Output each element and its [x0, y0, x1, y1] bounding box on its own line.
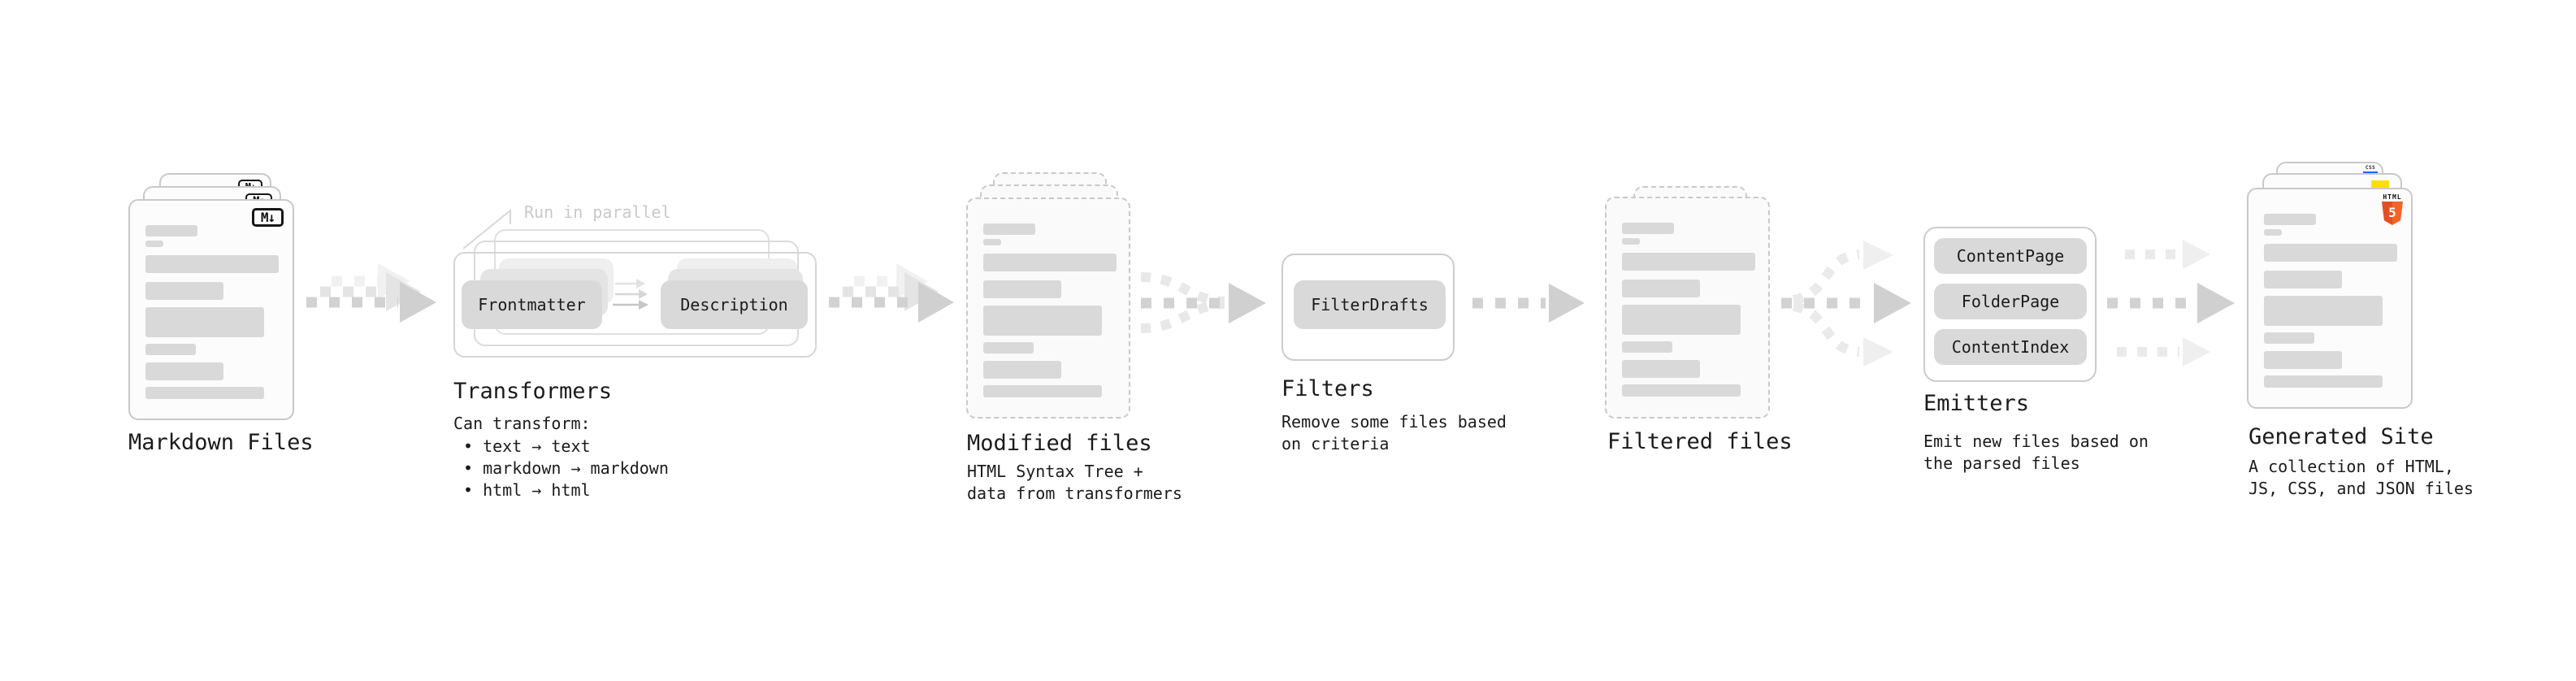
markdown-files-title: Markdown Files	[128, 430, 314, 455]
text-bar	[1622, 238, 1640, 245]
bullet-item: • markdown → markdown	[463, 458, 669, 478]
transformers-title: Transformers	[453, 379, 613, 404]
text-bar	[983, 254, 1117, 271]
css-icon-label: CSS	[2365, 165, 2376, 171]
run-in-parallel-note: Run in parallel	[524, 202, 671, 222]
modified-file-card-front	[966, 197, 1130, 419]
modified-files-caption: HTML Syntax Tree + data from transformer…	[967, 462, 1182, 503]
text-bar	[1622, 384, 1741, 397]
text-bar	[983, 223, 1035, 235]
folderpage-box: FolderPage	[1934, 284, 2087, 319]
text-bar	[145, 387, 264, 399]
html5-icon: HTML 5	[2381, 193, 2404, 225]
transformers-bullet-list: • text → text • markdown → markdown • ht…	[463, 436, 669, 501]
generated-site-caption: A collection of HTML, JS, CSS, and JSON …	[2249, 457, 2474, 498]
text-bar	[983, 361, 1061, 379]
text-bar	[1622, 223, 1674, 234]
text-bar	[2264, 351, 2342, 369]
markdown-icon: M↓	[252, 208, 284, 227]
text-bar	[1622, 305, 1741, 335]
frontmatter-box: Frontmatter	[462, 280, 602, 329]
description-box: Description	[661, 280, 808, 329]
markdown-file-card-front: M↓	[128, 199, 294, 420]
html5-icon-label: HTML	[2383, 193, 2402, 201]
text-bar	[145, 362, 223, 380]
text-bar	[145, 255, 279, 273]
emitters-title: Emitters	[1923, 391, 2030, 416]
text-bar	[2264, 229, 2282, 236]
generated-file-card-front: HTML 5	[2247, 188, 2413, 409]
text-bar	[983, 385, 1102, 397]
text-bar	[983, 306, 1102, 336]
filtered-files-title: Filtered files	[1607, 429, 1793, 454]
text-bar	[145, 307, 264, 337]
text-bar	[1622, 253, 1755, 271]
generated-site-title: Generated Site	[2249, 424, 2434, 449]
bullet-item: • text → text	[463, 436, 591, 456]
contentindex-box: ContentIndex	[1934, 329, 2087, 365]
transformers-caption: Can transform:	[453, 414, 591, 433]
text-bar	[145, 241, 163, 247]
text-bar	[1622, 341, 1672, 353]
text-bar	[2264, 271, 2342, 288]
text-bar	[2264, 375, 2383, 388]
text-bar	[2264, 214, 2316, 225]
bullet-item: • html → html	[463, 480, 591, 500]
text-bar	[2264, 332, 2314, 344]
modified-files-title: Modified files	[967, 431, 1152, 456]
html5-icon-number: 5	[2388, 204, 2396, 220]
text-bar	[2264, 244, 2397, 262]
filtered-file-card-front	[1605, 197, 1770, 419]
text-bar	[145, 225, 197, 236]
text-bar	[145, 282, 223, 300]
text-bar	[1622, 360, 1700, 378]
text-bar	[145, 344, 196, 355]
contentpage-box: ContentPage	[1934, 238, 2087, 274]
emitters-caption: Emit new files based on the parsed files	[1923, 432, 2149, 473]
transformer-shell-front	[453, 252, 817, 358]
text-bar	[2264, 296, 2383, 326]
text-bar	[983, 239, 1001, 245]
filterdrafts-box: FilterDrafts	[1294, 280, 1446, 329]
text-bar	[1622, 280, 1700, 297]
filters-title: Filters	[1281, 376, 1374, 401]
text-bar	[983, 342, 1034, 354]
text-bar	[983, 280, 1061, 298]
js-file-icon	[2371, 180, 2389, 189]
html5-icon-shield: 5	[2382, 202, 2403, 225]
filters-caption: Remove some files based on criteria	[1281, 412, 1507, 453]
